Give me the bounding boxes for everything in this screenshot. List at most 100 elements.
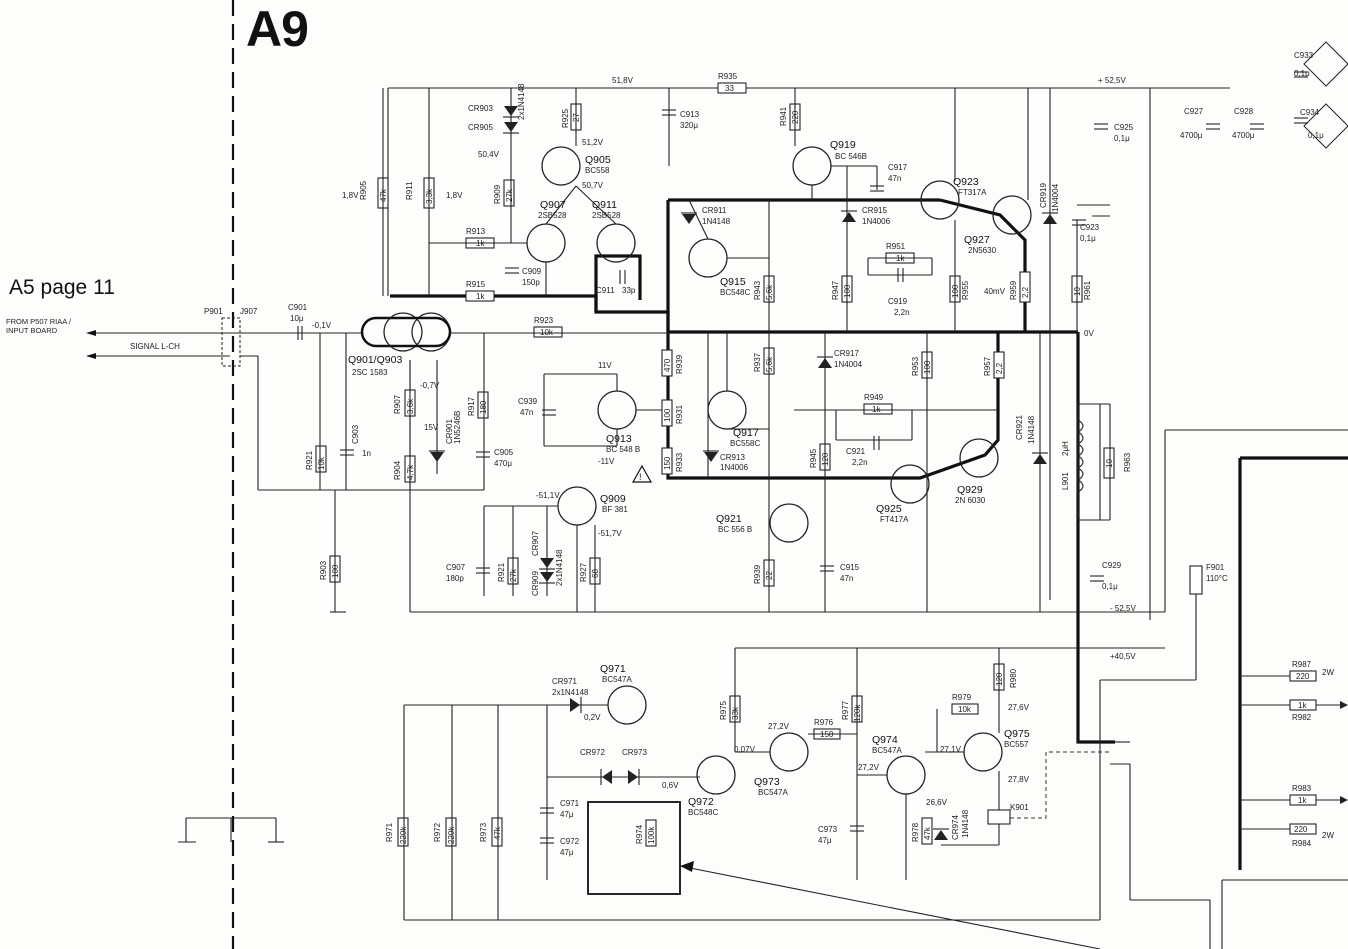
svg-text:2,2: 2,2: [1021, 286, 1030, 298]
svg-text:R951: R951: [886, 242, 906, 251]
voltage-annotations: -0,1V -0,7V 15V 1,8V 1,8V 50,4V 51,2V 50…: [312, 138, 1030, 807]
q975-type: BC557: [1004, 740, 1029, 749]
svg-text:470μ: 470μ: [494, 459, 512, 468]
svg-text:0,2V: 0,2V: [584, 713, 601, 722]
svg-text:1N4148: 1N4148: [961, 809, 970, 838]
svg-text:R972: R972: [433, 822, 442, 842]
svg-text:R984: R984: [1292, 839, 1312, 848]
input-connector: P901 J907 SIGNAL L-CH: [86, 307, 296, 490]
svg-text:CR974: CR974: [951, 815, 960, 840]
svg-text:1k: 1k: [1298, 701, 1307, 710]
svg-text:2x1N4148: 2x1N4148: [517, 83, 526, 120]
svg-text:51,2V: 51,2V: [582, 138, 604, 147]
svg-text:R983: R983: [1292, 784, 1312, 793]
signal-label: SIGNAL L-CH: [130, 342, 180, 351]
svg-text:R903: R903: [319, 560, 328, 580]
svg-text:R923: R923: [534, 316, 554, 325]
svg-text:27,8V: 27,8V: [1008, 775, 1030, 784]
q925-ref: Q925: [876, 503, 902, 515]
svg-text:150p: 150p: [522, 278, 540, 287]
svg-text:R943: R943: [753, 280, 762, 300]
svg-text:33p: 33p: [622, 286, 636, 295]
svg-text:-51,1V: -51,1V: [536, 491, 560, 500]
svg-text:R909: R909: [493, 184, 502, 204]
svg-text:15V: 15V: [424, 423, 439, 432]
svg-text:CR901: CR901: [445, 419, 454, 444]
svg-text:180p: 180p: [446, 574, 464, 583]
fuse-rating: 110°C: [1206, 574, 1228, 583]
svg-text:27,2V: 27,2V: [768, 722, 790, 731]
q915-ref: Q915: [720, 276, 746, 288]
resistor-r935: R935 33: [717, 72, 747, 94]
svg-text:R931: R931: [675, 404, 684, 424]
svg-text:R949: R949: [864, 393, 884, 402]
svg-text:1N4006: 1N4006: [862, 217, 891, 226]
svg-text:150: 150: [663, 456, 672, 470]
svg-text:0,07V: 0,07V: [734, 745, 756, 754]
svg-text:1N4006: 1N4006: [720, 463, 749, 472]
resistor-bodies: [315, 103, 1317, 847]
inductor-value: 2μH: [1061, 441, 1070, 456]
svg-text:C929: C929: [1102, 561, 1122, 570]
svg-text:C939: C939: [518, 397, 538, 406]
svg-text:R917: R917: [467, 396, 476, 416]
svg-text:-0,7V: -0,7V: [420, 381, 440, 390]
svg-text:R974: R974: [635, 824, 644, 844]
svg-text:1,8V: 1,8V: [342, 191, 359, 200]
svg-text:47n: 47n: [520, 408, 533, 417]
svg-text:27,6V: 27,6V: [1008, 703, 1030, 712]
svg-text:R959: R959: [1009, 280, 1018, 300]
svg-text:50,4V: 50,4V: [478, 150, 500, 159]
fuse-f901: F901: [1206, 563, 1225, 572]
svg-text:R976: R976: [814, 718, 834, 727]
q909-type: BF 381: [602, 505, 628, 514]
svg-text:0,1μ: 0,1μ: [1080, 234, 1096, 243]
svg-text:320μ: 320μ: [680, 121, 698, 130]
svg-text:R987: R987: [1292, 660, 1312, 669]
q921-type: BC 556 B: [718, 525, 752, 534]
svg-text:CR909: CR909: [531, 571, 540, 596]
svg-text:C913: C913: [680, 110, 700, 119]
svg-text:R921: R921: [497, 562, 506, 582]
svg-text:C917: C917: [888, 163, 908, 172]
svg-text:R961: R961: [1083, 280, 1092, 300]
svg-text:1,8V: 1,8V: [446, 191, 463, 200]
svg-text:2x1N4148: 2x1N4148: [555, 549, 564, 586]
svg-text:R945: R945: [809, 448, 818, 468]
svg-text:R975: R975: [719, 700, 728, 720]
svg-text:CR971: CR971: [552, 677, 577, 686]
q909-ref: Q909: [600, 493, 626, 505]
svg-text:47k: 47k: [923, 826, 932, 840]
svg-text:CR905: CR905: [468, 123, 493, 132]
svg-text:1N4148: 1N4148: [702, 217, 731, 226]
svg-text:C921: C921: [846, 447, 866, 456]
svg-text:CR917: CR917: [834, 349, 859, 358]
svg-text:1N4004: 1N4004: [834, 360, 863, 369]
svg-text:47μ: 47μ: [560, 810, 574, 819]
svg-text:R941: R941: [779, 106, 788, 126]
q972-ref: Q972: [688, 796, 714, 808]
q974-ref: Q974: [872, 734, 898, 746]
svg-text:CR903: CR903: [468, 104, 493, 113]
svg-text:C928: C928: [1234, 107, 1254, 116]
svg-text:R915: R915: [466, 280, 486, 289]
svg-text:R905: R905: [359, 180, 368, 200]
q973-ref: Q973: [754, 776, 780, 788]
svg-text:220: 220: [1296, 672, 1310, 681]
svg-text:R937: R937: [753, 352, 762, 372]
svg-text:R955: R955: [961, 280, 970, 300]
svg-text:2W: 2W: [1322, 831, 1334, 840]
rail-negative-voltage: - 52,5V: [1110, 604, 1136, 613]
svg-text:2,2n: 2,2n: [852, 458, 868, 467]
svg-text:R982: R982: [1292, 713, 1312, 722]
high-current-path: [390, 198, 1348, 870]
q911-ref: Q911: [592, 199, 617, 211]
svg-text:C915: C915: [840, 563, 860, 572]
rail-top-voltage: 51,8V: [612, 76, 634, 85]
input-source-label: FROM P507 RIAA / INPUT BOARD: [6, 317, 72, 335]
svg-text:C903: C903: [351, 424, 360, 444]
svg-text:CR919: CR919: [1039, 183, 1048, 208]
q913-type: BC 548 B: [606, 445, 640, 454]
